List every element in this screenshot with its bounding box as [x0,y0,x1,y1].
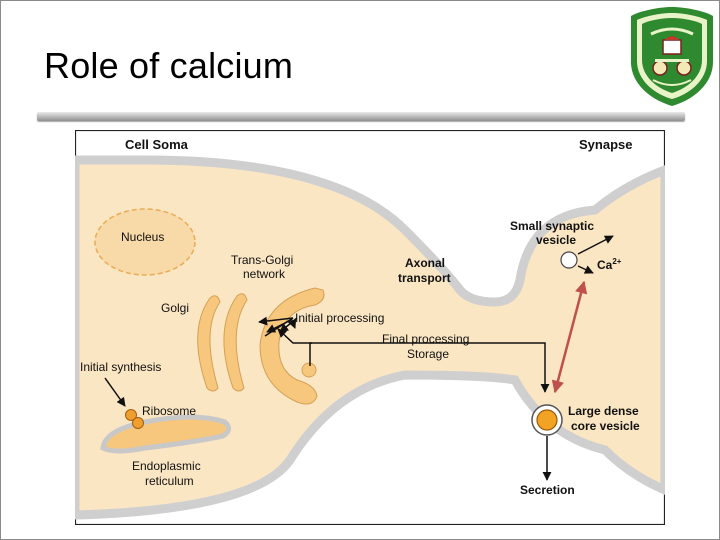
slide-title: Role of calcium [44,45,294,86]
er-label-2: reticulum [145,474,194,488]
large-vesicle-label-2: core vesicle [571,419,640,433]
trans-golgi-label-2: network [243,267,286,281]
final-processing-arrow [309,342,550,393]
golgi-vesicle [301,362,317,378]
storage-label: Storage [407,347,449,361]
trans-golgi-pointer [264,317,294,337]
cell-soma-label: Cell Soma [125,137,189,152]
axonal-transport-label-1: Axonal [405,256,445,270]
golgi-cisterna [223,293,248,392]
synthesis-arrow [104,377,126,407]
neuron-diagram-svg: Nucleus Cell Soma Synapse [70,129,670,526]
university-logo-icon [631,7,713,106]
golgi-label: Golgi [161,301,189,315]
initial-processing-label: Initial processing [295,311,384,325]
large-vesicle-label-1: Large dense [568,404,639,418]
ribosome-label: Ribosome [142,404,196,418]
small-vesicle-arrow [577,235,614,255]
ca-label: Ca2+ [597,257,622,272]
neuron-diagram: Nucleus Cell Soma Synapse [70,129,670,526]
vesicle-dense-core [536,409,558,431]
secretion-label: Secretion [520,483,575,497]
er-label-1: Endoplasmic [132,459,201,473]
trans-golgi-network [259,287,325,405]
initial-synthesis-label: Initial synthesis [80,360,161,374]
golgi-arrow [258,316,294,326]
nucleus [94,208,196,276]
ribosome [132,417,144,429]
axonal-transport-label-2: transport [398,271,451,285]
title-divider [37,112,685,121]
golgi-cisterna [197,295,221,392]
small-synaptic-vesicle [560,251,578,269]
ca-arrow [577,265,594,274]
small-vesicle-label-2: vesicle [536,233,576,247]
synapse-label: Synapse [579,137,632,152]
nucleus-label: Nucleus [121,230,164,244]
trans-golgi-label-1: Trans-Golgi [231,253,293,267]
initial-processing-arrow [277,328,312,344]
final-processing-label: Final processing [382,332,469,346]
ribosome [125,409,137,421]
calcium-double-arrow [551,280,588,394]
small-vesicle-label-1: Small synaptic [510,219,594,233]
